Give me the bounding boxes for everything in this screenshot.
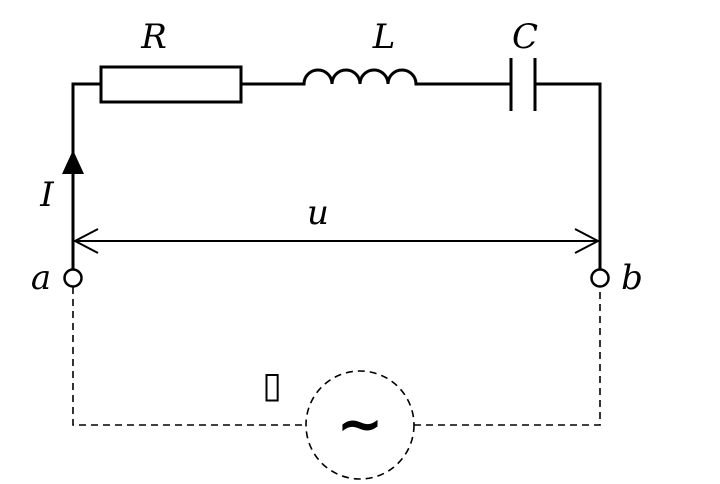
resistor-label: R xyxy=(140,17,167,57)
inductor-symbol xyxy=(302,68,418,86)
voltage-arrow-left-head xyxy=(72,228,99,254)
unknown-glyph: ▯ xyxy=(262,365,282,406)
resistor-symbol xyxy=(99,65,243,104)
source-tilde-icon: ~ xyxy=(337,392,384,457)
left-vertical-wire xyxy=(71,82,103,272)
terminal-b xyxy=(590,268,610,288)
voltage-label: u xyxy=(307,193,329,233)
current-arrow-icon xyxy=(62,150,84,174)
terminal-a xyxy=(63,268,83,288)
source-circle xyxy=(305,370,415,480)
dashed-wire-left xyxy=(72,287,306,426)
voltage-arrow-right-head xyxy=(574,228,601,254)
terminal-a-label: a xyxy=(31,258,51,298)
dashed-wire-right xyxy=(414,287,601,426)
inductor-label: L xyxy=(372,17,396,57)
capacitor-label: C xyxy=(512,17,538,57)
terminal-b-label: b xyxy=(621,258,643,298)
current-label: I xyxy=(39,175,54,215)
right-vertical-wire xyxy=(533,82,602,272)
